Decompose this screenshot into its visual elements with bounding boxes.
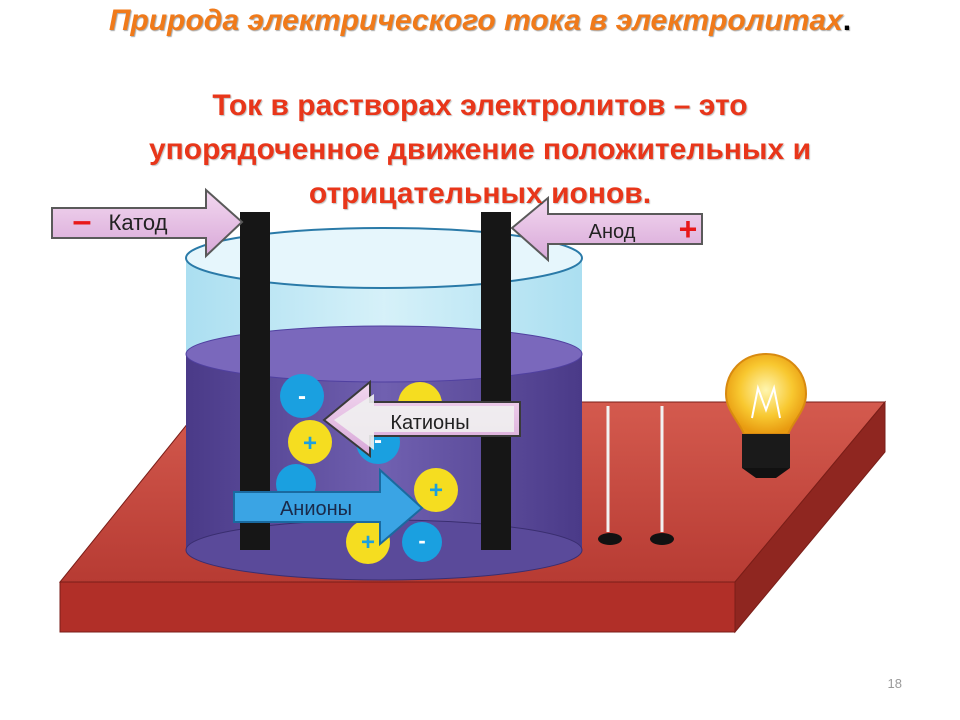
anion-4: - bbox=[402, 522, 442, 562]
anions-label: Анионы bbox=[280, 498, 352, 520]
cation-2: + bbox=[288, 420, 332, 464]
title-dot: . bbox=[842, 4, 852, 37]
bulb-base-tip bbox=[742, 468, 790, 478]
cation-3: + bbox=[414, 468, 458, 512]
anions-arrow: Анионы bbox=[233, 467, 424, 547]
anion-4-sign: - bbox=[418, 528, 425, 553]
anion-2-sign: - bbox=[374, 427, 382, 454]
bulb-glass bbox=[724, 352, 808, 435]
definition-line-2: упорядоченное движение положительных и bbox=[148, 133, 812, 166]
cathode-label: Катод bbox=[109, 210, 168, 235]
bulb-base bbox=[742, 434, 790, 468]
light-bulb bbox=[724, 352, 808, 478]
anode-arrow: Анод + bbox=[510, 195, 703, 263]
definition-line-1: Ток в растворах электролитов – это bbox=[212, 89, 748, 122]
cation-2-sign: + bbox=[303, 430, 317, 457]
anions-arrow-shape bbox=[233, 467, 424, 547]
cathode-sign: – bbox=[73, 202, 92, 240]
slide-title-text: Природа электрического тока в электролит… bbox=[108, 4, 843, 37]
cations-arrow-inner bbox=[334, 394, 514, 450]
anode-sign: + bbox=[679, 211, 698, 247]
cation-3-sign: + bbox=[429, 477, 443, 504]
anode-label: Анод bbox=[589, 221, 636, 243]
terminal-right bbox=[650, 533, 674, 545]
definition-text: Ток в растворах электролитов – это упоря… bbox=[30, 84, 930, 216]
anion-1-sign: - bbox=[298, 383, 306, 410]
table-front bbox=[59, 581, 736, 633]
anode-arrow-shape bbox=[510, 195, 703, 263]
definition-line-3: отрицательных ионов. bbox=[308, 177, 652, 210]
cation-4-sign: + bbox=[361, 529, 375, 556]
anode-electrode bbox=[481, 212, 511, 550]
table-side bbox=[734, 400, 886, 634]
cations-arrow: Катионы bbox=[322, 379, 521, 459]
cathode-arrow-shape bbox=[51, 187, 244, 259]
terminal-left bbox=[598, 533, 622, 545]
anion-1: - bbox=[280, 374, 324, 418]
page-number: 18 bbox=[887, 676, 902, 691]
circuit-wires bbox=[598, 406, 674, 545]
cations-label: Катионы bbox=[390, 412, 469, 434]
cathode-arrow: – Катод bbox=[51, 187, 244, 259]
bulb-filament bbox=[751, 384, 781, 419]
slide-title: Природа электрического тока в электролит… bbox=[0, 4, 960, 38]
